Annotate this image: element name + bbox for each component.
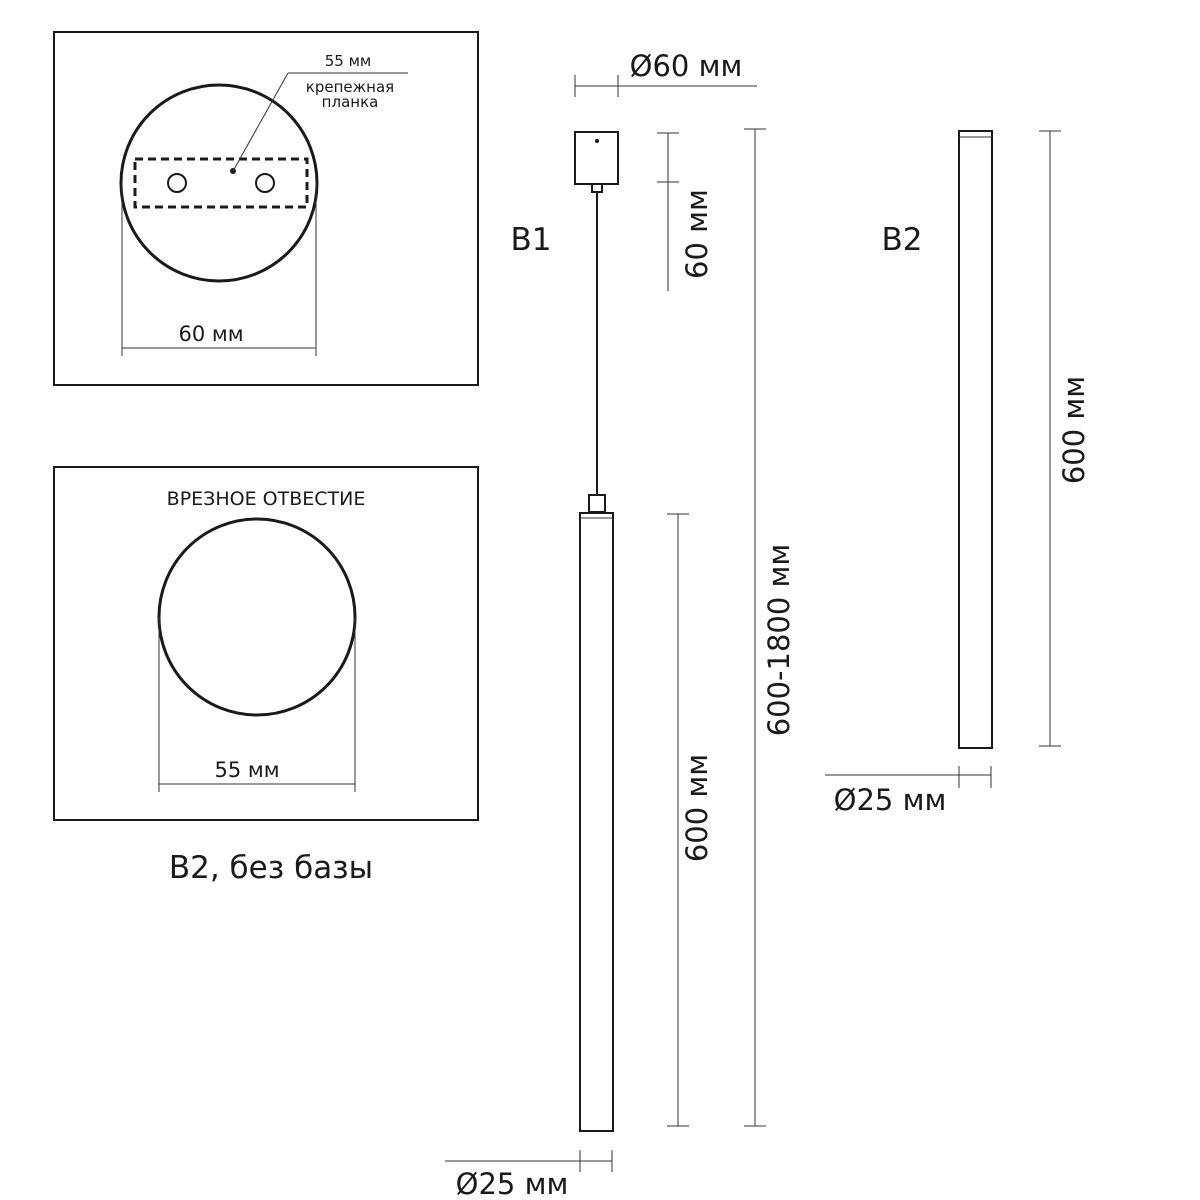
tube-diameter-label: Ø25 мм (456, 1167, 569, 1200)
base-diameter-label: 60 мм (178, 322, 243, 346)
bottom-panel-caption: В2, без базы (169, 850, 373, 886)
cable-clamp-top (591, 183, 603, 193)
hole-diameter-label: 55 мм (214, 758, 279, 782)
mounting-bracket (133, 157, 309, 209)
bracket-label-line1: крепежная (306, 78, 394, 96)
cutout-circle (157, 517, 357, 717)
screw-hole-left (167, 173, 187, 193)
base-circle (119, 83, 319, 283)
light-tube (958, 130, 993, 749)
slot-dimension-label: 55 мм (325, 52, 372, 70)
screw-hole-right (255, 173, 275, 193)
tube-diameter-label: Ø25 мм (834, 783, 947, 817)
canopy-height-label: 60 мм (680, 189, 714, 279)
leader-line (232, 72, 289, 172)
overall-length-label: 600-1800 мм (762, 544, 796, 737)
canopy-screw (595, 139, 599, 143)
variant-label: В2 (882, 222, 923, 258)
tube-length-label: 600 мм (680, 754, 714, 862)
light-tube (579, 512, 614, 1132)
variant-b1-pendant: В1 Ø60 мм 60 мм 600 мм 600-1800 мм (445, 49, 796, 1200)
variant-label: В1 (511, 222, 552, 258)
panel-title: ВРЕЗНОЕ ОТВЕСТИЕ (167, 488, 366, 510)
cable-clamp-bottom (588, 494, 606, 513)
recessed-hole-panel: ВРЕЗНОЕ ОТВЕСТИЕ 55 мм (53, 466, 479, 821)
canopy-diameter-label: Ø60 мм (630, 49, 743, 83)
bracket-label-line2: планка (322, 93, 379, 111)
mounting-base-panel: 55 мм крепежная планка 60 мм (53, 31, 479, 386)
tube-length-label: 600 мм (1057, 376, 1091, 484)
variant-b2-surface: В2 600 мм Ø25 мм (825, 130, 1091, 817)
panel-frame (53, 31, 479, 386)
panel-frame (53, 466, 479, 821)
